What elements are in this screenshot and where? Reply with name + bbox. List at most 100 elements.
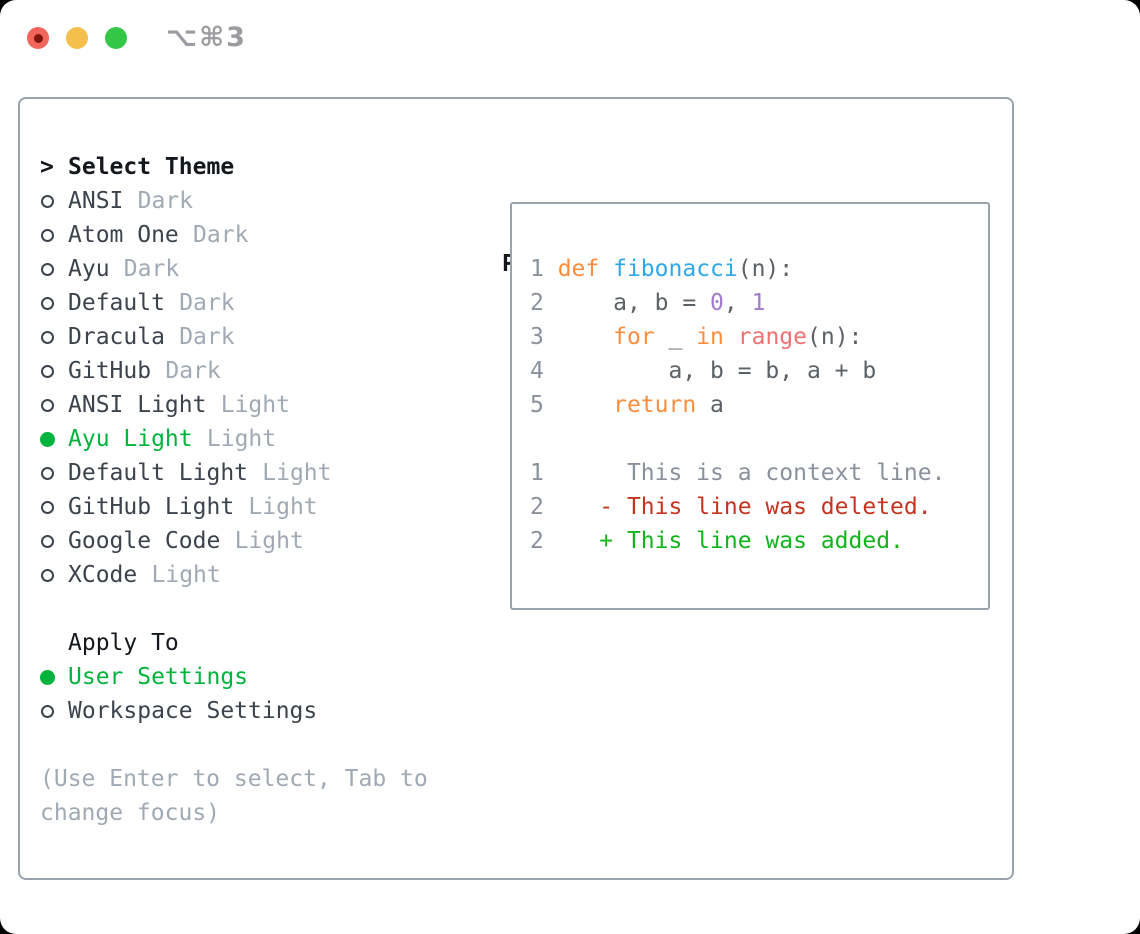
apply-option-workspace-settings[interactable]: Workspace Settings bbox=[40, 694, 428, 728]
option-variant-tag: Light bbox=[234, 528, 304, 554]
theme-option-ansi[interactable]: ANSI Dark bbox=[40, 184, 428, 218]
option-variant-tag: Dark bbox=[193, 222, 249, 248]
radio-gutter bbox=[40, 431, 68, 447]
option-variant-tag: Dark bbox=[165, 358, 221, 384]
code-segment-lineno: 2 bbox=[530, 290, 558, 316]
spacer bbox=[40, 728, 428, 762]
titlebar: ⌥⌘3 bbox=[0, 0, 1140, 76]
option-label: GitHub Light bbox=[68, 494, 235, 520]
radio-gutter bbox=[40, 194, 68, 208]
option-variant-tag: Dark bbox=[123, 256, 180, 282]
option-label: ANSI bbox=[68, 188, 124, 214]
radio-unselected-icon bbox=[41, 568, 54, 582]
code-segment-keyword: for bbox=[613, 324, 655, 350]
hint-line-2: change focus) bbox=[40, 800, 221, 826]
code-segment-fg: _ bbox=[654, 324, 697, 350]
radio-gutter bbox=[40, 669, 68, 685]
radio-unselected-icon bbox=[41, 466, 54, 480]
code-segment-func: fibonacci bbox=[613, 256, 738, 282]
code-segment-added: + This line was added. bbox=[599, 528, 904, 554]
code-line: 2 + This line was added. bbox=[530, 524, 988, 558]
code-segment-lineno: 2 bbox=[530, 528, 558, 554]
hint-line-1: (Use Enter to select, Tab to bbox=[40, 766, 428, 792]
code-segment-fg: a, b = b, a + b bbox=[557, 358, 877, 384]
radio-gutter bbox=[40, 330, 68, 344]
option-variant-tag: Dark bbox=[137, 188, 194, 214]
code-segment-lineno: 1 bbox=[530, 460, 558, 486]
code-line: 3 for _ in range(n): bbox=[530, 320, 988, 354]
option-label: ANSI Light bbox=[68, 392, 207, 418]
zoom-button[interactable] bbox=[105, 27, 127, 49]
option-label: Google Code bbox=[68, 528, 221, 554]
cursor-icon: > bbox=[40, 154, 54, 180]
apply-to-header: Apply To bbox=[40, 626, 428, 660]
radio-gutter bbox=[40, 500, 68, 514]
radio-selected-icon bbox=[40, 431, 55, 447]
code-segment-fg: , bbox=[723, 290, 752, 316]
code-segment-number: 1 bbox=[751, 290, 766, 316]
option-variant-tag: Light bbox=[220, 392, 290, 418]
select-theme-title: Select Theme bbox=[68, 154, 235, 180]
option-label: Default Light bbox=[68, 460, 249, 486]
option-variant-tag: Light bbox=[262, 460, 332, 486]
radio-unselected-icon bbox=[41, 364, 54, 378]
radio-unselected-icon bbox=[41, 296, 54, 310]
radio-unselected-icon bbox=[41, 534, 54, 548]
radio-unselected-icon bbox=[41, 398, 54, 412]
apply-option-user-settings[interactable]: User Settings bbox=[40, 660, 428, 694]
close-button[interactable] bbox=[27, 27, 49, 49]
option-variant-tag: Light bbox=[206, 426, 277, 452]
code-segment-keyword: def bbox=[557, 256, 600, 282]
option-variant-tag: Light bbox=[151, 562, 221, 588]
code-line bbox=[530, 422, 988, 456]
radio-unselected-icon bbox=[41, 262, 54, 276]
radio-unselected-icon bbox=[41, 500, 54, 514]
option-label: User Settings bbox=[68, 664, 249, 690]
theme-option-google-code[interactable]: Google Code Light bbox=[40, 524, 428, 558]
code-line: 1 This is a context line. bbox=[530, 456, 988, 490]
theme-option-ansi-light[interactable]: ANSI Light Light bbox=[40, 388, 428, 422]
code-segment-lineno: 3 bbox=[530, 324, 558, 350]
code-segment-context: This is a context line. bbox=[557, 460, 946, 486]
code-segment-fg bbox=[558, 528, 600, 554]
option-label: Ayu Light bbox=[68, 426, 193, 452]
option-label: Default bbox=[68, 290, 165, 316]
theme-option-ayu-light[interactable]: Ayu Light Light bbox=[40, 422, 428, 456]
radio-gutter bbox=[40, 228, 68, 242]
radio-unselected-icon bbox=[41, 330, 54, 344]
theme-option-default-light[interactable]: Default Light Light bbox=[40, 456, 428, 490]
code-segment-fg bbox=[558, 392, 613, 418]
minimize-button[interactable] bbox=[66, 27, 88, 49]
code-segment-special: range bbox=[737, 324, 807, 350]
code-segment-fg bbox=[599, 256, 613, 282]
radio-gutter bbox=[40, 466, 68, 480]
code-segment-fg bbox=[558, 324, 613, 350]
option-label: Workspace Settings bbox=[68, 698, 318, 724]
radio-gutter bbox=[40, 262, 68, 276]
code-line: 2 - This line was deleted. bbox=[530, 490, 988, 524]
code-segment-fg: (n): bbox=[807, 324, 863, 350]
code-segment-fg bbox=[724, 324, 738, 350]
code-segment-fg: (n): bbox=[737, 256, 794, 282]
cursor-gutter: > bbox=[40, 150, 68, 184]
spacer bbox=[40, 592, 428, 626]
code-segment-lineno: 2 bbox=[530, 494, 558, 520]
code-segment-fg: a, b = bbox=[557, 290, 711, 316]
radio-unselected-icon bbox=[41, 228, 54, 242]
select-theme-header: > Select Theme bbox=[40, 150, 428, 184]
radio-gutter bbox=[40, 296, 68, 310]
code-segment-fg: a bbox=[696, 392, 724, 418]
option-variant-tag: Dark bbox=[179, 324, 235, 350]
